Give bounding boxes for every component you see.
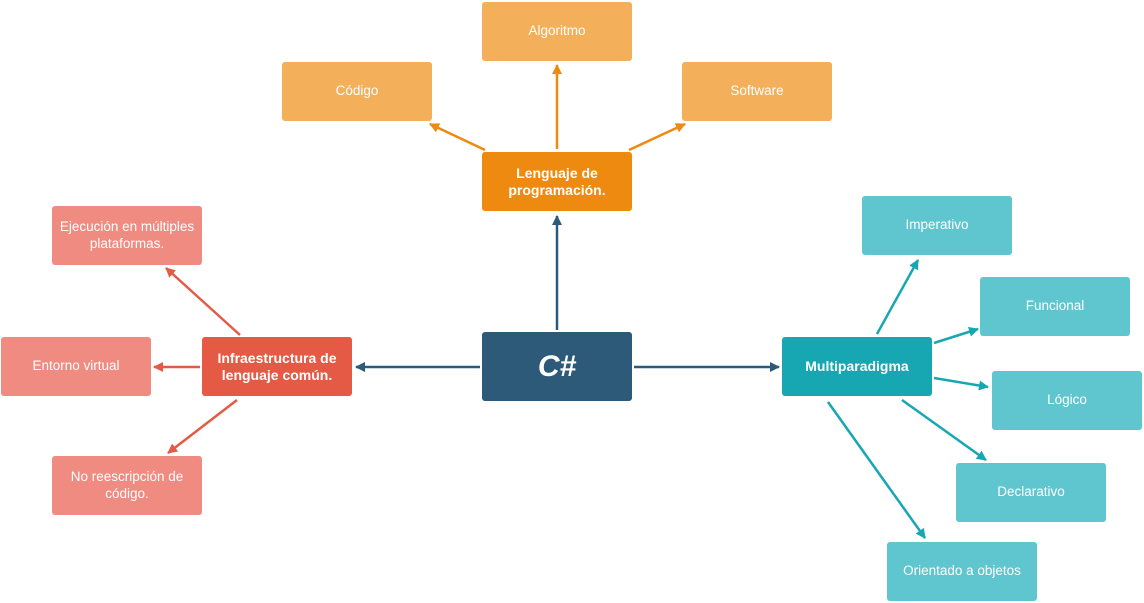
edge-multiparadigma-to-imperativo [875,259,920,335]
edge-infraestructura-to-ejecucion [165,267,241,336]
edge-multiparadigma-to-funcional [933,326,979,345]
node-multiparadigma[interactable]: Multiparadigma [782,337,932,396]
edge-lenguaje-to-software [628,122,686,152]
node-entorno-virtual[interactable]: Entorno virtual [1,337,151,396]
node-algoritmo[interactable]: Algoritmo [482,2,632,61]
edge-multiparadigma-to-logico [933,376,989,391]
edge-infraestructura-to-noreescripcion [167,399,238,454]
edge-multiparadigma-to-declarativo [901,398,987,462]
edge-multiparadigma-to-orientado [826,401,927,539]
edge-lenguaje-to-codigo [429,122,486,152]
node-codigo[interactable]: Código [282,62,432,121]
node-imperativo[interactable]: Imperativo [862,196,1012,255]
node-declarativo[interactable]: Declarativo [956,463,1106,522]
node-ejecucion-multiples-plataformas[interactable]: Ejecución en múltiples plataformas. [52,206,202,265]
node-no-reescripcion[interactable]: No reescripción de código. [52,456,202,515]
node-lenguaje-programacion[interactable]: Lenguaje de programación. [482,152,632,211]
node-logico[interactable]: Lógico [992,371,1142,430]
node-funcional[interactable]: Funcional [980,277,1130,336]
center-node-csharp[interactable]: C# [482,332,632,401]
node-orientado-objetos[interactable]: Orientado a objetos [887,542,1037,601]
node-software[interactable]: Software [682,62,832,121]
node-infraestructura[interactable]: Infraestructura de lenguaje común. [202,337,352,396]
